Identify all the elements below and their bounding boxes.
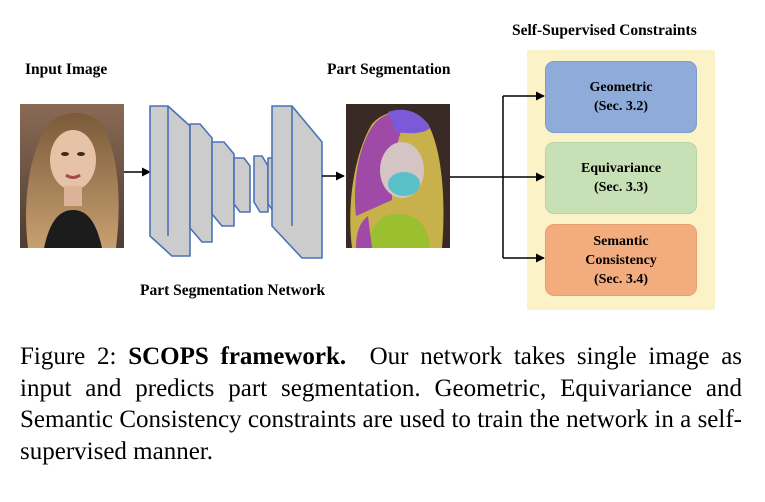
constraint-semantic-box: Semantic Consistency (Sec. 3.4) xyxy=(545,224,697,296)
part-segmentation-photo xyxy=(346,104,450,249)
part-segmentation-label: Part Segmentation xyxy=(327,61,451,78)
constraint-geometric-section: (Sec. 3.2) xyxy=(593,99,649,114)
caption-bold-title: SCOPS framework. xyxy=(128,343,347,370)
network-label: Part Segmentation Network xyxy=(140,282,326,299)
figure-caption: Figure 2: SCOPS framework. Our network t… xyxy=(20,341,742,467)
input-image-label: Input Image xyxy=(25,61,108,78)
input-face-photo xyxy=(20,104,124,248)
constraint-equivariance-section: (Sec. 3.3) xyxy=(593,180,649,195)
framework-diagram xyxy=(20,91,545,263)
constraint-geometric-name: Geometric xyxy=(589,80,653,95)
constraint-arrows xyxy=(450,91,545,263)
constraint-semantic-section: (Sec. 3.4) xyxy=(593,271,649,287)
network-block-2 xyxy=(189,123,213,243)
network-block-1 xyxy=(149,105,191,257)
network-block-3 xyxy=(211,141,235,227)
constraint-geometric-box: Geometric (Sec. 3.2) xyxy=(545,61,697,133)
network-block-4 xyxy=(233,157,251,213)
caption-prefix: Figure 2: xyxy=(20,343,117,370)
constraint-semantic-name: Semantic Consistency xyxy=(585,233,657,268)
constraint-equivariance-box: Equivariance (Sec. 3.3) xyxy=(545,142,697,214)
network-diagram xyxy=(149,105,323,259)
network-block-5 xyxy=(253,155,269,213)
caption-text: Our network takes single image as input … xyxy=(20,343,743,465)
constraints-title: Self-Supervised Constraints xyxy=(512,22,697,39)
network-block-8 xyxy=(271,105,323,259)
constraint-equivariance-name: Equivariance xyxy=(580,161,662,176)
